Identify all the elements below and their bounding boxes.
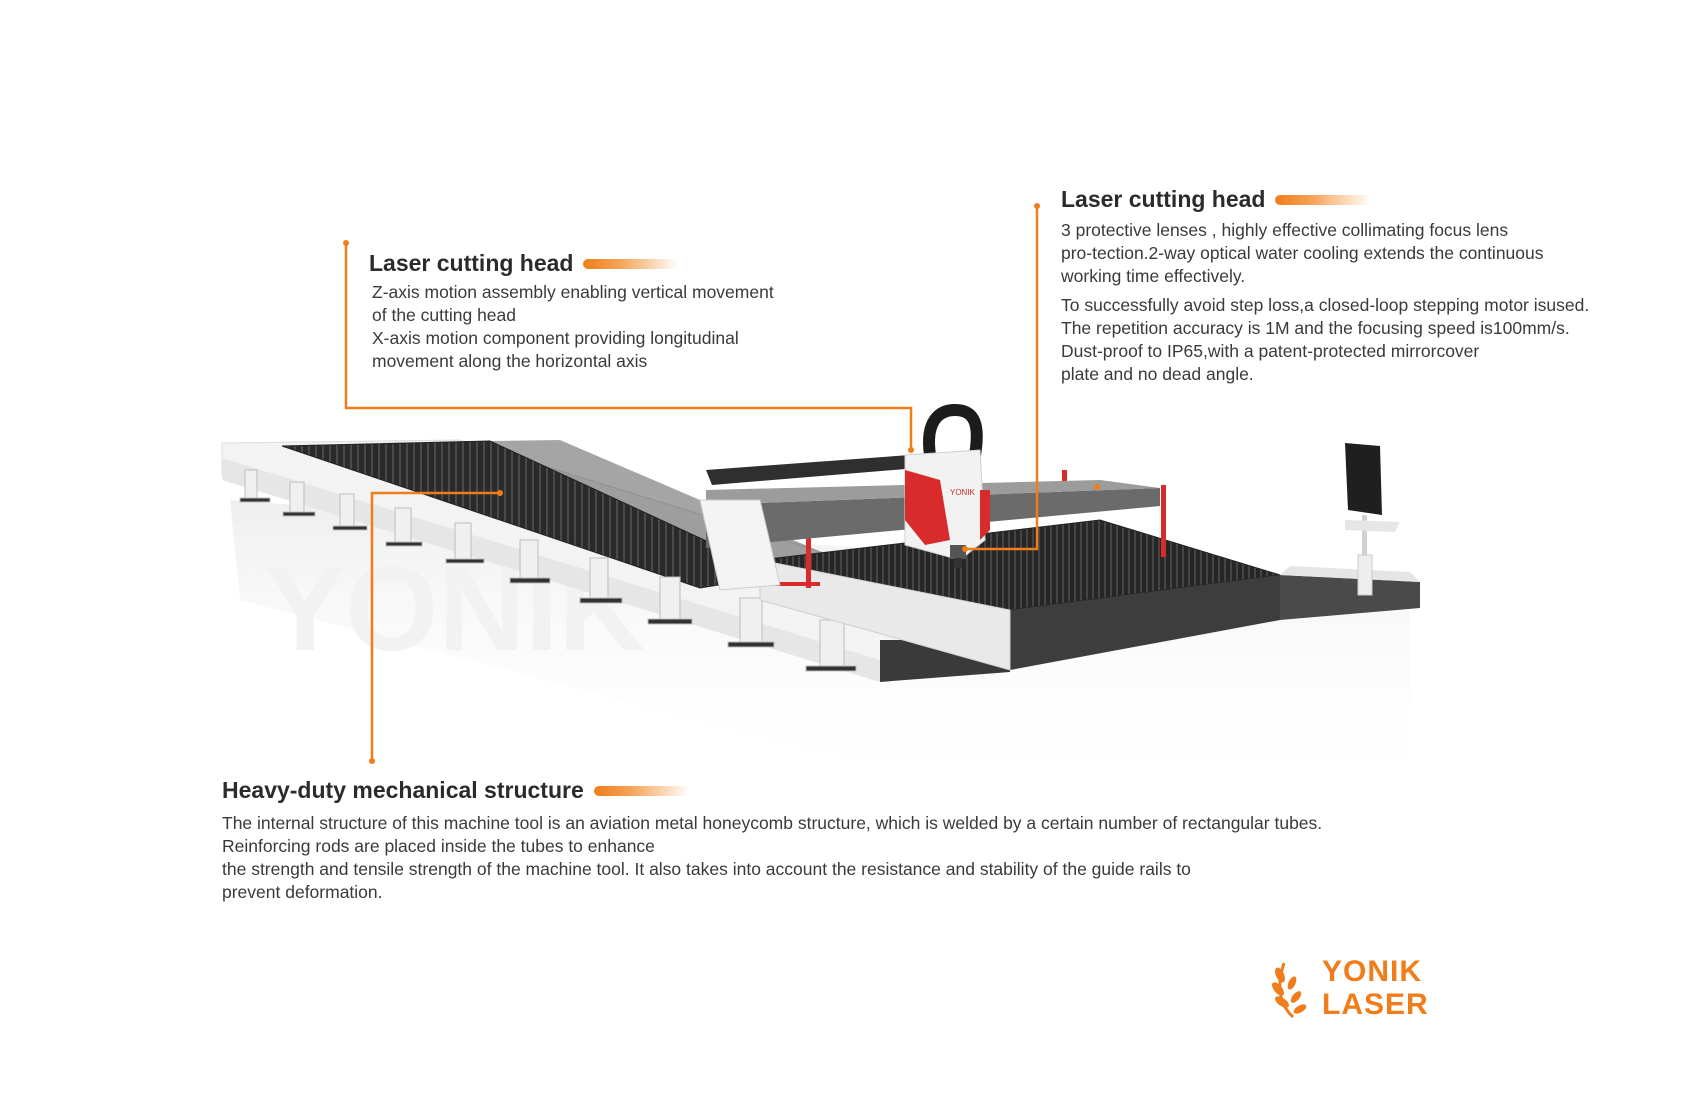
laurel-icon — [1272, 962, 1307, 1019]
callout-description: Z-axis motion assembly enabling vertical… — [372, 281, 774, 373]
paragraph-1: 3 protective lenses , highly effective c… — [1061, 219, 1589, 288]
description-line: X-axis motion component providing longit… — [372, 328, 739, 348]
description-line: plate and no dead angle. — [1061, 364, 1254, 384]
accent-bar — [583, 258, 680, 269]
accent-bar — [1275, 194, 1372, 205]
callout-leaders — [344, 206, 1039, 761]
description-line: working time effectively. — [1061, 266, 1246, 286]
callout-cutting-head-right: Laser cutting head 3 protective lenses ,… — [1061, 186, 1589, 386]
description-line: The repetition accuracy is 1M and the fo… — [1061, 318, 1570, 338]
logo-line-2: LASER — [1322, 988, 1429, 1021]
callout-description: 3 protective lenses , highly effective c… — [1061, 219, 1589, 386]
description-line: of the cutting head — [372, 305, 516, 325]
description-line: movement along the horizontal axis — [372, 351, 648, 371]
callout-cutting-head-left: Laser cutting head Z-axis motion assembl… — [369, 250, 774, 373]
description-line: prevent deformation. — [222, 882, 383, 902]
cable-drag-chain — [923, 403, 983, 456]
callout-title: Laser cutting head — [1061, 186, 1266, 212]
svg-text:YONIK: YONIK — [950, 488, 976, 497]
callout-title: Laser cutting head — [369, 250, 574, 276]
description-line: The internal structure of this machine t… — [222, 813, 1323, 833]
logo-wordmark: YONIK LASER — [1322, 955, 1429, 1021]
description-line: 3 protective lenses , highly effective c… — [1061, 220, 1509, 240]
control-console — [1345, 443, 1400, 596]
cutting-head-carriage: YONIK — [904, 449, 990, 568]
description-line: Reinforcing rods are placed inside the t… — [222, 836, 655, 856]
description-line: Dust-proof to IP65,with a patent-protect… — [1061, 341, 1480, 361]
accent-bar — [593, 785, 690, 796]
support-legs — [239, 469, 857, 672]
callout-title: Heavy-duty mechanical structure — [222, 777, 584, 803]
brand-logo: YONIK LASER — [1270, 955, 1429, 1021]
callout-mechanical-structure: Heavy-duty mechanical structure The inte… — [222, 777, 1522, 904]
callout-description: The internal structure of this machine t… — [222, 812, 1522, 904]
description-line: Z-axis motion assembly enabling vertical… — [372, 282, 774, 302]
callout-dots — [343, 203, 1100, 764]
logo-line-1: YONIK — [1322, 955, 1423, 988]
paragraph-2: To successfully avoid step loss,a closed… — [1061, 294, 1589, 386]
cutting-table — [759, 519, 1420, 671]
description-line: the strength and tensile strength of the… — [222, 859, 1191, 879]
description-line: pro-tection.2-way optical water cooling … — [1061, 243, 1544, 263]
description-line: To successfully avoid step loss,a closed… — [1061, 295, 1590, 315]
